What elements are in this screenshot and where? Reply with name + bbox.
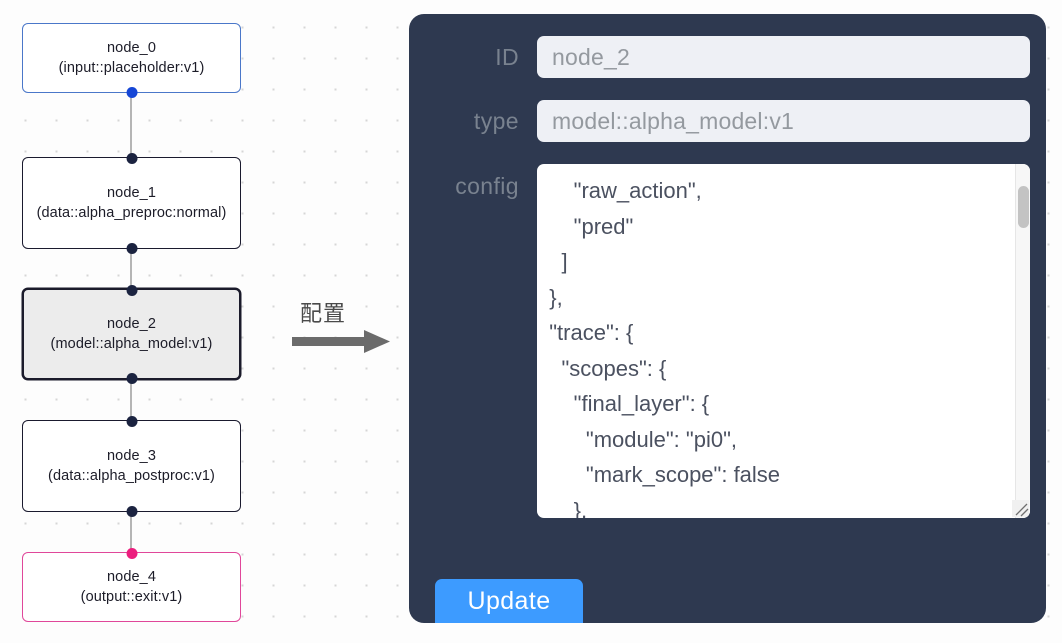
edge-node3-node4: [130, 512, 132, 552]
config-textarea[interactable]: "raw_action", "pred" ] }, "trace": { "sc…: [537, 164, 993, 518]
id-field-label: ID: [495, 44, 519, 70]
node-subtitle: (output::exit:v1): [80, 589, 183, 605]
node-source-handle[interactable]: [126, 505, 137, 517]
node-target-handle[interactable]: [126, 152, 137, 164]
node-source-handle[interactable]: [126, 242, 137, 254]
edge-node1-node2: [130, 249, 132, 288]
edge-node0-node1: [130, 93, 132, 157]
field-row-type: type: [425, 100, 1030, 142]
resize-handle-icon[interactable]: [1012, 500, 1029, 517]
node-config-panel: ID type config "raw_action", "pred" ] },…: [409, 14, 1046, 623]
config-scrollbar[interactable]: [1015, 164, 1030, 518]
node-source-handle[interactable]: [126, 372, 137, 384]
config-textarea-wrapper: "raw_action", "pred" ] }, "trace": { "sc…: [537, 164, 1030, 518]
node-target-handle[interactable]: [126, 415, 137, 427]
graph-node-node_0[interactable]: node_0 (input::placeholder:v1): [22, 23, 241, 98]
node-subtitle: (data::alpha_preproc:normal): [36, 205, 227, 221]
config-field-label: config: [455, 173, 519, 199]
type-field-label: type: [473, 108, 519, 134]
flow-annotation-arrow: 配置: [292, 296, 398, 356]
node-target-handle[interactable]: [126, 284, 137, 296]
right-arrow-icon: [292, 330, 390, 359]
id-input[interactable]: [537, 36, 1030, 78]
edge-node2-node3: [130, 380, 132, 420]
type-input[interactable]: [537, 100, 1030, 142]
node-target-handle[interactable]: [126, 547, 137, 559]
update-button[interactable]: Update: [435, 579, 583, 623]
graph-node-node_2[interactable]: node_2 (model::alpha_model:v1): [22, 284, 241, 384]
graph-node-node_1[interactable]: node_1 (data::alpha_preproc:normal): [22, 152, 241, 254]
node-subtitle: (model::alpha_model:v1): [50, 336, 213, 352]
node-subtitle: (data::alpha_postproc:v1): [48, 468, 215, 484]
node-title: node_3: [107, 448, 156, 464]
arrow-label: 配置: [300, 302, 347, 327]
config-scrollbar-thumb[interactable]: [1018, 186, 1029, 228]
node-title: node_0: [107, 40, 156, 56]
node-title: node_1: [107, 185, 156, 201]
node-title: node_2: [107, 316, 156, 332]
field-row-config: config "raw_action", "pred" ] }, "trace"…: [425, 164, 1030, 518]
node-title: node_4: [107, 569, 156, 585]
graph-node-node_3[interactable]: node_3 (data::alpha_postproc:v1): [22, 415, 241, 517]
node-subtitle: (input::placeholder:v1): [58, 60, 205, 76]
node-source-handle[interactable]: [126, 86, 137, 98]
graph-node-node_4[interactable]: node_4 (output::exit:v1): [22, 547, 241, 622]
field-row-id: ID: [425, 36, 1030, 78]
